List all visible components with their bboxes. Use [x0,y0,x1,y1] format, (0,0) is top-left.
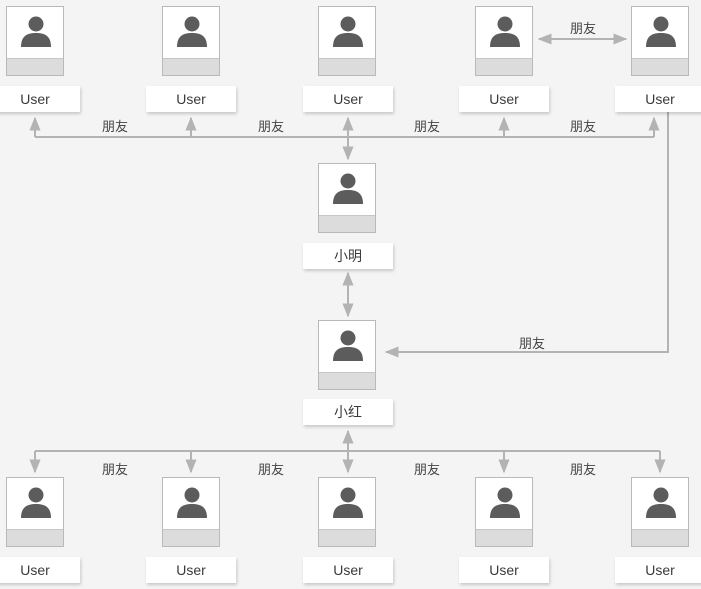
user-card-top-4 [475,6,533,76]
xiaoming-label: 小明 [303,243,393,269]
user-card-top-3 [318,6,376,76]
relation-label: 朋友 [569,462,597,477]
xiaohong-card [318,320,376,390]
user-avatar-icon [21,487,51,518]
user-avatar-icon [333,487,363,518]
relation-label: 朋友 [257,462,285,477]
user-card-bottom-4 [475,477,533,547]
user-avatar-icon [333,16,363,47]
user-avatar-icon [177,16,207,47]
user-card-top-5 [631,6,689,76]
user-avatar-icon [333,173,363,204]
xiaoming-card [318,163,376,233]
user-card-bottom-3 [318,477,376,547]
relation-label: 朋友 [101,119,129,134]
user-card-bottom-1 [6,477,64,547]
user-avatar-icon [177,487,207,518]
relation-label: 朋友 [101,462,129,477]
relation-label: 朋友 [257,119,285,134]
user-label-bottom-5: User [615,557,701,583]
user-avatar-icon [21,16,51,47]
user-card-top-2 [162,6,220,76]
user-avatar-icon [490,16,520,47]
xiaohong-label: 小红 [303,399,393,425]
user-avatar-icon [646,487,676,518]
user-label-top-3: User [303,86,393,112]
user-card-bottom-5 [631,477,689,547]
user-label-bottom-1: User [0,557,80,583]
elbow-to-xiaohong [384,112,669,358]
user-label-top-2: User [146,86,236,112]
user-card-top-1 [6,6,64,76]
user-label-bottom-2: User [146,557,236,583]
user-card-bottom-2 [162,477,220,547]
relation-label: 朋友 [569,21,597,36]
relation-label: 朋友 [569,119,597,134]
relation-label: 朋友 [518,336,546,351]
user-avatar-icon [490,487,520,518]
user-label-top-5: User [615,86,701,112]
relation-label: 朋友 [413,119,441,134]
user-avatar-icon [646,16,676,47]
user-label-bottom-4: User [459,557,549,583]
user-avatar-icon [333,330,363,361]
user-label-top-4: User [459,86,549,112]
user-label-bottom-3: User [303,557,393,583]
relation-label: 朋友 [413,462,441,477]
user-label-top-1: User [0,86,80,112]
